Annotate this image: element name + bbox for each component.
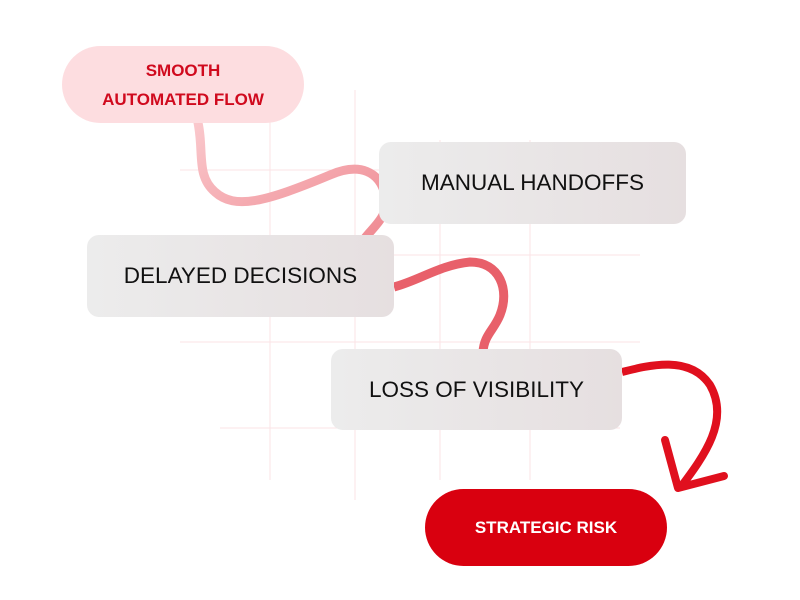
connector-delayed-to-loss <box>392 257 509 353</box>
step-node-manual-handoffs: MANUAL HANDOFFS <box>379 142 686 224</box>
start-node-smooth-automated-flow: SMOOTH AUTOMATED FLOW <box>62 46 304 123</box>
start-node-line1: SMOOTH <box>145 60 221 80</box>
connector-loss-to-risk <box>621 360 722 491</box>
start-node-line2: AUTOMATED FLOW <box>102 89 264 109</box>
step-node-delayed-decisions: DELAYED DECISIONS <box>87 235 394 317</box>
end-node-strategic-risk: STRATEGIC RISK <box>425 489 667 566</box>
arrowhead-icon <box>661 436 728 492</box>
connector-start-to-manual <box>192 113 391 243</box>
step-node-loss-of-visibility: LOSS OF VISIBILITY <box>331 349 622 430</box>
